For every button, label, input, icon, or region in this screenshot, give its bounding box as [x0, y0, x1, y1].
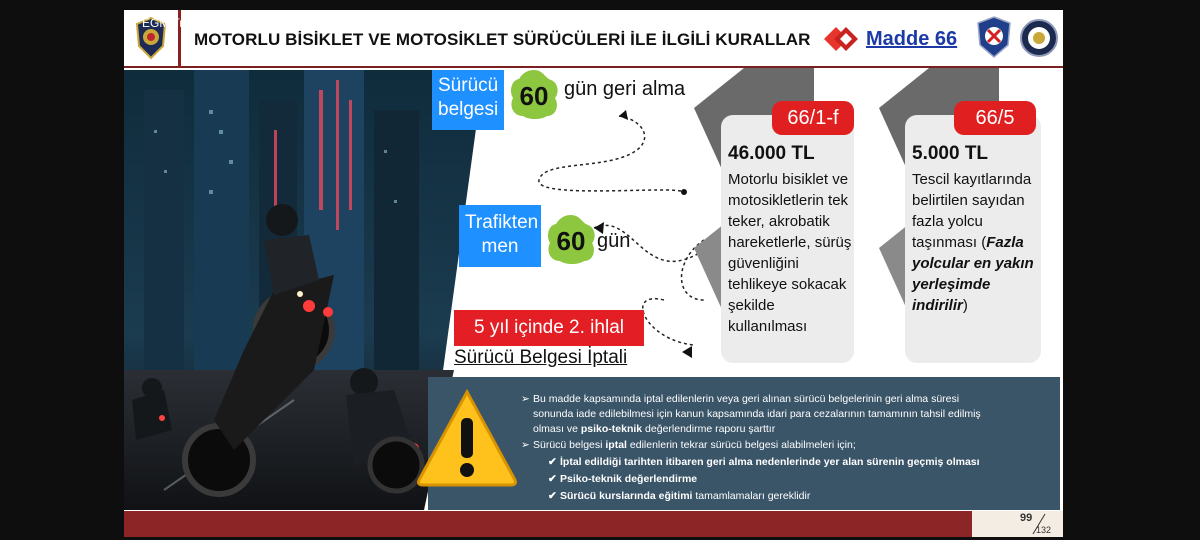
traffic-days: 60: [556, 226, 586, 256]
fine-amount: 46.000 TL: [728, 143, 815, 164]
penalty-description: Motorlu bisiklet ve motosikletlerin tek …: [728, 171, 852, 335]
description-end: ): [962, 297, 968, 314]
license-days: 60: [519, 81, 549, 111]
info-text: değerlendirme raporu şarttır: [642, 423, 776, 435]
info-text-line: olması ve psiko-teknik değerlendirme rap…: [533, 421, 775, 437]
license-action-text: gün geri alma: [564, 78, 686, 100]
info-bullet: ➢Bu madde kapsamında iptal edilenlerin v…: [521, 391, 959, 407]
info-bold-text: iptal: [605, 439, 627, 451]
info-text: Sürücü belgesi: [533, 439, 606, 451]
info-text-line: sonunda iade edilebilmesi için kanun kap…: [533, 408, 981, 420]
motorcycle-night-photo: [124, 70, 484, 510]
double-chevron-right-icon: [824, 27, 858, 51]
penalty-card: [905, 115, 1041, 363]
footer: [124, 511, 1063, 537]
check-icon: ✔: [548, 456, 557, 468]
check-text: İptal edildiği tarihten itibaren geri al…: [560, 456, 980, 468]
repeat-violation-box: 5 yıl içinde 2. ihlal: [454, 310, 644, 346]
info-panel: [428, 377, 1060, 510]
slide: MOTORLU BİSİKLET VE MOTOSİKLET SÜRÜCÜLER…: [124, 10, 1063, 537]
penalty-card: [721, 115, 854, 363]
traffic-unit-text: gün: [597, 230, 631, 252]
license-cancel-text: Sürücü Belgesi İptali: [454, 347, 628, 368]
page-current: 99: [1020, 512, 1033, 524]
green-days-badge: 60: [507, 68, 561, 122]
header-divider: [178, 10, 181, 68]
green-days-badge: 60: [544, 213, 598, 267]
green-blob-icon: [548, 215, 595, 264]
arrow-bullet-icon: ➢: [521, 393, 530, 405]
round-emblem-icon: [1020, 19, 1058, 57]
arrow-bullet-icon: ➢: [521, 439, 530, 451]
info-bullet: ➢Sürücü belgesi iptal edilenlerin tekrar…: [521, 437, 856, 453]
traffic-shield-icon: [977, 16, 1011, 58]
traffic-ban-label-box: Trafikten men: [459, 205, 541, 267]
page-slash: [1032, 513, 1046, 535]
check-item: ✔İptal edildiği tarihten itibaren geri a…: [548, 454, 980, 470]
footer-text: EGM Trafik Başkanlığı 2026: [142, 16, 292, 30]
info-text: Bu madde kapsamında iptal edilenlerin ve…: [533, 393, 960, 405]
header: MOTORLU BİSİKLET VE MOTOSİKLET SÜRÜCÜLER…: [124, 10, 1063, 68]
info-bold-text: psiko-teknik: [580, 423, 643, 435]
penalty-description: Tescil kayıtlarında belirtilen sayıdan f…: [912, 169, 1040, 316]
warning-triangle-icon: [417, 388, 517, 487]
license-label-box: Sürücü belgesi: [432, 70, 504, 130]
article-tag: 66/1-f: [772, 101, 854, 135]
police-emblem-icon: [135, 16, 167, 60]
description-emphasis: Fazla yolcular en yakın yerleşimde indir…: [912, 234, 1034, 314]
check-item: ✔Sürücü kurslarında eğitimi tamamlamalar…: [548, 488, 810, 504]
green-blob-icon: [511, 70, 558, 119]
description-text: Tescil kayıtlarında belirtilen sayıdan f…: [912, 171, 1032, 251]
fine-amount: 5.000 TL: [912, 143, 989, 164]
check-text: tamamlamaları gereklidir: [692, 490, 811, 502]
check-text: Psiko-teknik değerlendirme: [560, 473, 698, 485]
check-icon: ✔: [548, 490, 557, 502]
check-item: ✔Psiko-teknik değerlendirme: [548, 471, 697, 487]
page-number-area: [972, 511, 1063, 537]
page-total: 132: [1036, 525, 1052, 535]
info-text: edilenlerin tekrar sürücü belgesi alabil…: [626, 439, 856, 451]
page-title: MOTORLU BİSİKLET VE MOTOSİKLET SÜRÜCÜLER…: [194, 30, 811, 49]
madde-link[interactable]: Madde 66: [866, 28, 958, 50]
check-bold-text: Sürücü kurslarında eğitimi: [560, 490, 693, 502]
info-text: olması ve: [533, 423, 581, 435]
check-icon: ✔: [548, 473, 557, 485]
article-tag: 66/5: [954, 101, 1036, 135]
